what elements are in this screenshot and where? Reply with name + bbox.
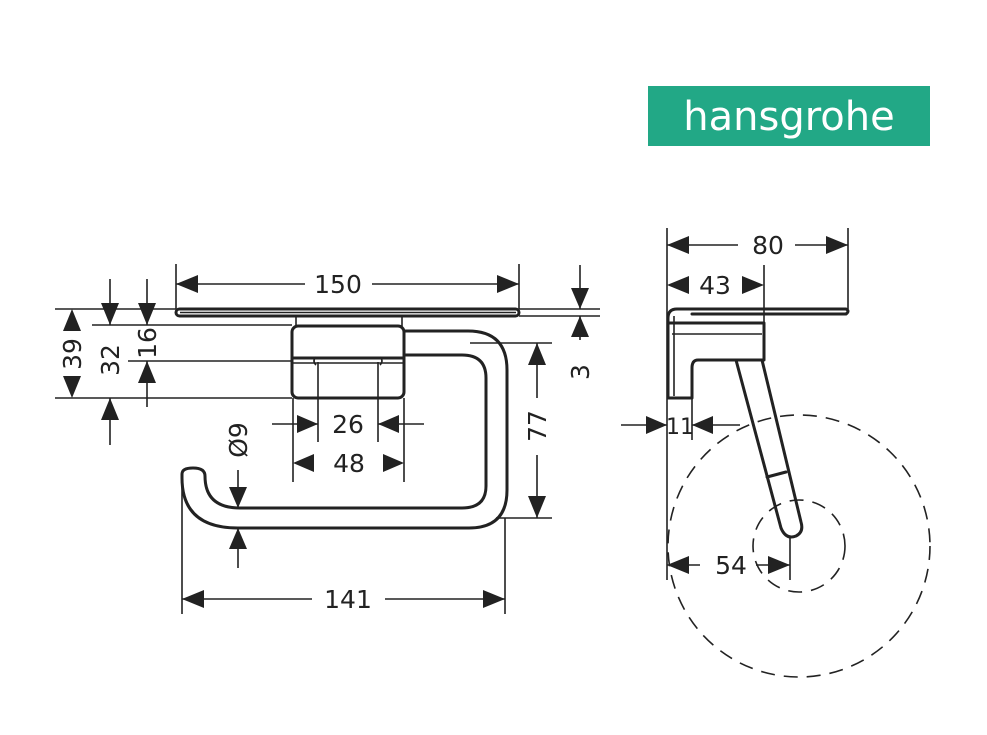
side-shelf	[666, 307, 850, 400]
logo-text: hansgrohe	[683, 94, 894, 140]
arrow	[176, 275, 198, 293]
arrow	[63, 309, 81, 331]
paper-roll-core-circle	[752, 499, 846, 593]
arrow	[667, 276, 689, 294]
side-arm	[734, 358, 804, 539]
dim-16-label: 16	[133, 327, 162, 359]
arrow	[483, 590, 505, 608]
arrow	[571, 316, 589, 337]
arrow	[293, 454, 314, 472]
dim-3-label: 3	[566, 364, 595, 380]
dim-diameter-label: Ø9	[224, 422, 253, 458]
side-mount-block	[666, 321, 766, 400]
dim-150-label: 150	[314, 270, 362, 299]
arrow	[646, 416, 667, 434]
arrow	[101, 303, 119, 325]
arrow	[667, 556, 689, 574]
dim-43-label: 43	[699, 271, 731, 300]
dim-77-label: 77	[523, 410, 552, 442]
dim-11-label: 11	[666, 415, 694, 440]
arrow	[497, 275, 519, 293]
arrow	[138, 303, 156, 325]
logo-background	[648, 86, 930, 146]
paper-roll-outer-circle	[667, 414, 931, 678]
arrow	[571, 288, 589, 309]
side-view: 80 43 11 54	[621, 228, 931, 678]
arrow	[768, 556, 790, 574]
mount-block	[290, 324, 406, 400]
front-view: 150 39 32 16 3	[55, 264, 600, 614]
dim-39-label: 39	[58, 338, 87, 370]
arrow	[229, 528, 247, 549]
arrow	[742, 276, 764, 294]
arrow	[138, 361, 156, 383]
dim-32-label: 32	[96, 344, 125, 376]
arrow	[378, 415, 399, 433]
hansgrohe-logo: hansgrohe	[648, 86, 930, 146]
arrow	[297, 415, 318, 433]
arrow	[229, 487, 247, 508]
arrow	[692, 416, 713, 434]
arrow	[667, 236, 689, 254]
dim-26-label: 26	[332, 410, 364, 439]
dim-54-label: 54	[715, 551, 747, 580]
screw-holes	[313, 356, 383, 366]
arrow	[826, 236, 848, 254]
arrow	[528, 496, 546, 518]
side-arm-joint	[765, 470, 788, 479]
arrow	[383, 454, 404, 472]
arrow	[63, 376, 81, 398]
dim-80-label: 80	[752, 231, 784, 260]
arrow	[101, 398, 119, 420]
dim-141-label: 141	[324, 585, 372, 614]
dim-48-label: 48	[333, 449, 365, 478]
arrow	[528, 343, 546, 365]
arrow	[182, 590, 204, 608]
paper-hook-rod	[180, 329, 509, 530]
